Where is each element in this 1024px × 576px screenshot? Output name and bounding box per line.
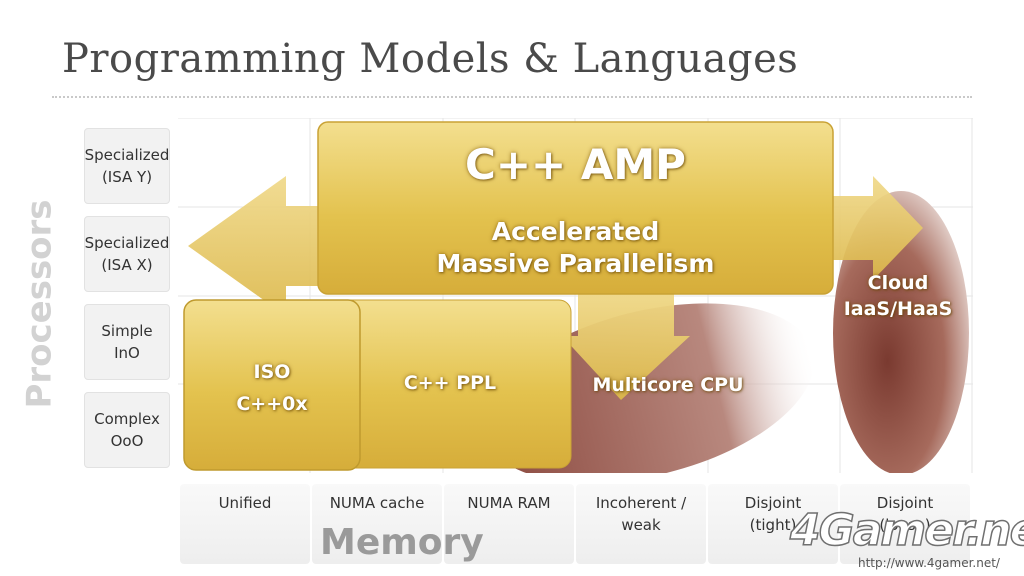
down-arrow [562, 288, 690, 400]
title-divider [52, 96, 972, 98]
ppl-label: C++ PPL [403, 372, 497, 394]
slide-title: Programming Models & Languages [62, 36, 799, 82]
watermark-url: http://www.4gamer.net/ [858, 556, 1000, 570]
memory-col-disjoint-loose: Disjoint (loose) [840, 484, 970, 564]
amp-subtitle: Accelerated Massive Parallelism [436, 217, 715, 278]
processor-row-simple-ino: Simple InO [84, 304, 170, 380]
iso-label: ISO C++0x [236, 361, 308, 415]
processors-axis-label: Processors [20, 199, 60, 408]
multicore-label: Multicore CPU [592, 374, 744, 396]
diagram-grid [178, 118, 973, 473]
processor-row-complex-ooo: Complex OoO [84, 392, 170, 468]
processor-row-specialized-isa-y: Specialized (ISA Y) [84, 128, 170, 204]
memory-axis-label: Memory [320, 522, 484, 563]
amp-title: C++ AMP [465, 140, 686, 189]
memory-col-numa-cache: NUMA cache [312, 484, 442, 564]
cloud-ellipse [833, 191, 969, 473]
watermark-logo: 4Gamer.net [789, 504, 1024, 557]
right-arrow [828, 176, 923, 280]
memory-col-incoherent-weak: Incoherent / weak [576, 484, 706, 564]
memory-col-numa-ram: NUMA RAM [444, 484, 574, 564]
iso-box [183, 299, 361, 471]
processors-axis-text: Processors [20, 199, 61, 409]
processor-row-specialized-isa-x: Specialized (ISA X) [84, 216, 170, 292]
memory-col-unified: Unified [180, 484, 310, 564]
amp-box [317, 121, 834, 295]
memory-col-disjoint-tight: Disjoint (tight) [708, 484, 838, 564]
left-arrow [188, 176, 328, 316]
cloud-label: Cloud IaaS/HaaS [843, 272, 953, 320]
